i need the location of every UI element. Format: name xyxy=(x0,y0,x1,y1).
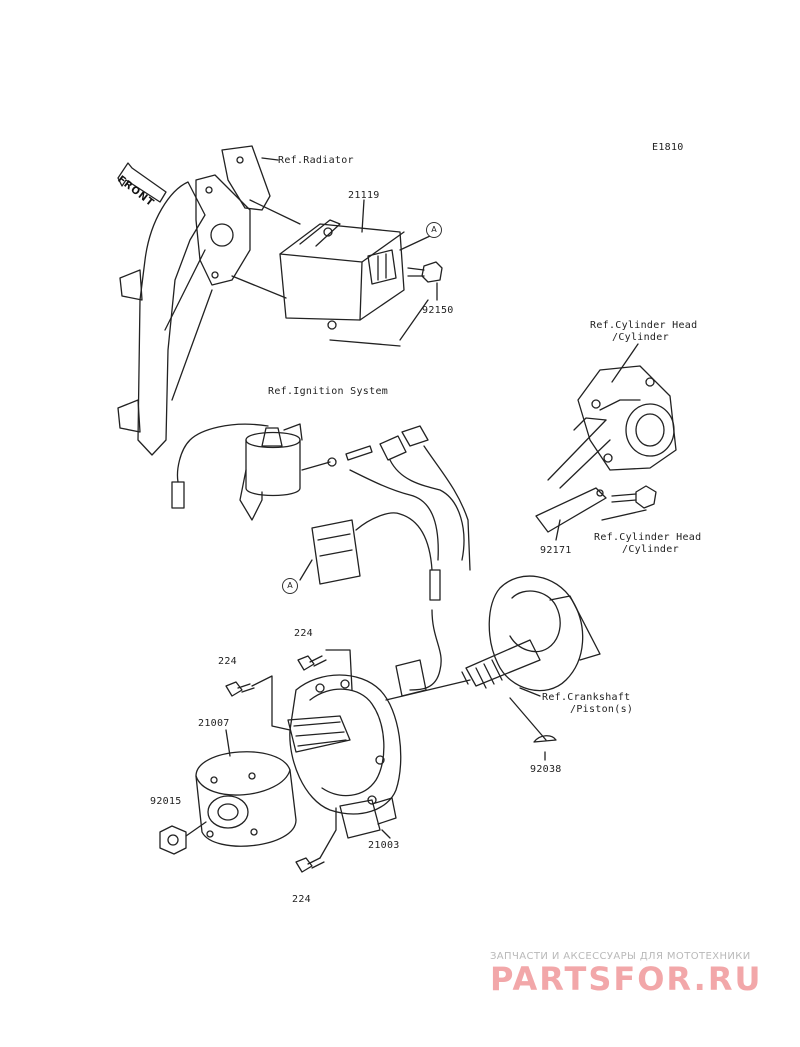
ref-cylinder-head-top-label[interactable]: Ref.Cylinder Head xyxy=(590,320,698,331)
part-92171-label[interactable]: 92171 xyxy=(540,545,572,556)
part-92150-label[interactable]: 92150 xyxy=(422,305,454,316)
cylinder-head xyxy=(573,365,677,471)
part-21007-label[interactable]: 21007 xyxy=(198,718,230,729)
part-224-label-left[interactable]: 224 xyxy=(218,656,237,667)
flywheel xyxy=(195,751,297,847)
stator xyxy=(287,674,471,839)
watermark-tagline: ЗАПЧАСТИ И АКСЕССУАРЫ ДЛЯ МОТОТЕХНИКИ xyxy=(490,951,751,962)
watermark: ЗАПЧАСТИ И АКСЕССУАРЫ ДЛЯ МОТОТЕХНИКИ PA… xyxy=(490,951,790,998)
wire-harness xyxy=(299,425,471,697)
part-92038-label[interactable]: 92038 xyxy=(530,764,562,775)
ref-cylinder-head-bottom-label[interactable]: Ref.Cylinder Head xyxy=(594,532,702,543)
connector-marker-a-top: A xyxy=(426,222,442,238)
screw-224-c xyxy=(295,807,337,873)
screw-224-a xyxy=(225,675,291,731)
bracket-92171 xyxy=(535,419,611,533)
bolt-cylinder xyxy=(611,485,657,509)
front-arrow-icon xyxy=(117,162,167,203)
ref-crankshaft-label[interactable]: Ref.Crankshaft xyxy=(542,692,631,703)
part-21119-label[interactable]: 21119 xyxy=(348,190,380,201)
part-92015-label[interactable]: 92015 xyxy=(150,796,182,807)
part-224-label-top[interactable]: 224 xyxy=(294,628,313,639)
ref-cylinder-head-bottom-label-2[interactable]: /Cylinder xyxy=(622,544,679,555)
ref-crankshaft-label-2[interactable]: /Piston(s) xyxy=(570,704,634,715)
bolt-92150 xyxy=(407,261,443,283)
watermark-brand: PARTSFOR.RU xyxy=(490,960,763,998)
ref-ignition-label[interactable]: Ref.Ignition System xyxy=(268,386,389,397)
frame-bracket xyxy=(117,145,271,456)
ref-radiator-label[interactable]: Ref.Radiator xyxy=(278,155,354,166)
screw-224-b xyxy=(297,649,353,691)
ref-cylinder-head-top-label-2[interactable]: /Cylinder xyxy=(612,332,669,343)
diagram-code: E1810 xyxy=(652,142,684,153)
woodruff-key-92038 xyxy=(509,697,557,743)
nut-92015 xyxy=(159,821,207,855)
part-224-label-bottom[interactable]: 224 xyxy=(292,894,311,905)
ignition-coil xyxy=(171,423,373,521)
connector-marker-a-bottom: A xyxy=(282,578,298,594)
regulator-rectifier xyxy=(231,199,431,347)
crankshaft xyxy=(461,575,601,692)
part-21003-label[interactable]: 21003 xyxy=(368,840,400,851)
